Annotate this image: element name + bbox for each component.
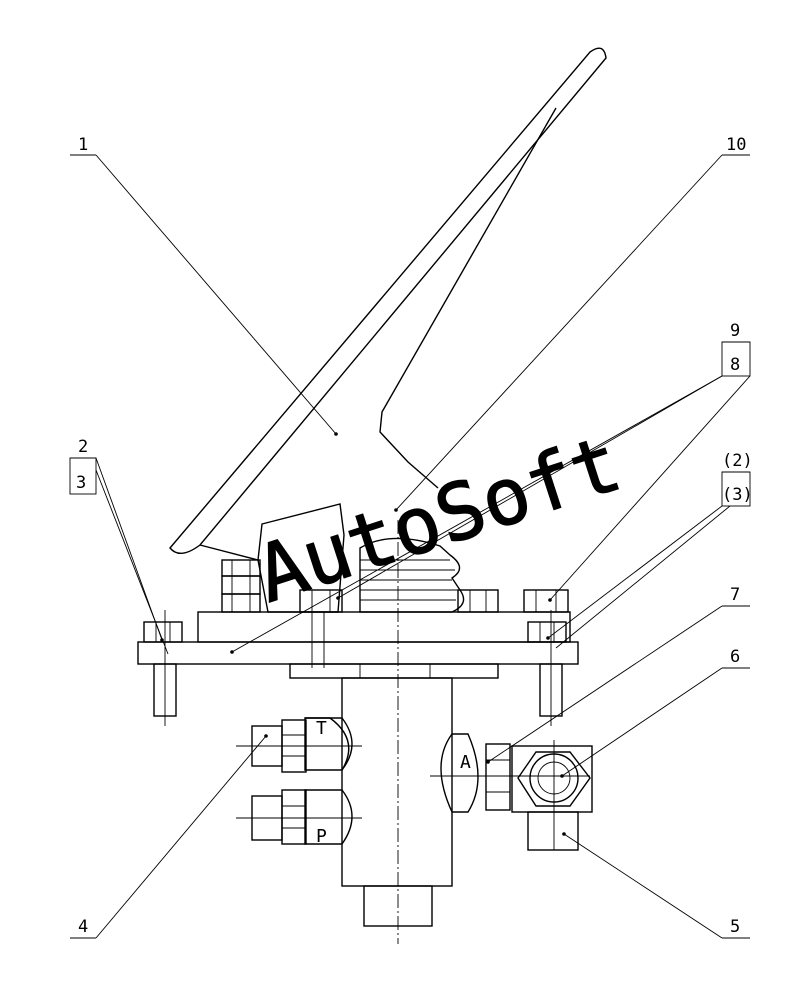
port-label-p: P xyxy=(316,826,327,847)
label-9: 9 xyxy=(730,321,740,341)
left-stud xyxy=(143,610,183,726)
port-label-a: A xyxy=(460,752,471,773)
label-2-ref: (2) xyxy=(722,451,753,471)
label-3-ref: (3) xyxy=(722,485,753,505)
label-6: 6 xyxy=(730,647,740,667)
label-5: 5 xyxy=(730,917,740,937)
valve-body xyxy=(341,520,453,944)
left-nut-stack xyxy=(221,559,261,613)
hex-fitting xyxy=(511,740,593,851)
label-7: 7 xyxy=(730,585,740,605)
label-8: 8 xyxy=(730,355,740,375)
port-label-t: T xyxy=(316,718,327,739)
label-3: 3 xyxy=(76,473,86,493)
port-t-boss xyxy=(236,717,362,773)
label-1: 1 xyxy=(78,135,88,155)
right-stud xyxy=(527,610,567,726)
label-10: 10 xyxy=(726,135,746,155)
label-2: 2 xyxy=(78,437,88,457)
label-4: 4 xyxy=(78,917,88,937)
rubber-boot xyxy=(359,537,465,613)
port-p-boss xyxy=(236,789,362,845)
leader-lines xyxy=(69,154,751,939)
pedal xyxy=(169,47,607,561)
top-bolts xyxy=(299,589,569,613)
base-plate xyxy=(137,641,579,679)
